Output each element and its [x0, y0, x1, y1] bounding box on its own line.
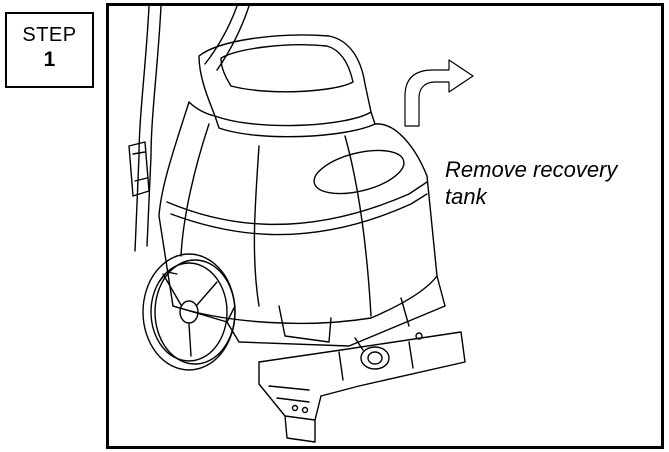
step-number: 1: [43, 48, 56, 71]
machine-illustration: [128, 6, 474, 443]
step-badge: STEP 1: [5, 12, 94, 88]
curved-arrow-right-icon: [404, 59, 474, 127]
instruction-text: Remove recovery tank: [445, 157, 618, 209]
illustration-frame: Remove recovery tank: [106, 3, 664, 449]
step-label: STEP: [22, 24, 77, 46]
